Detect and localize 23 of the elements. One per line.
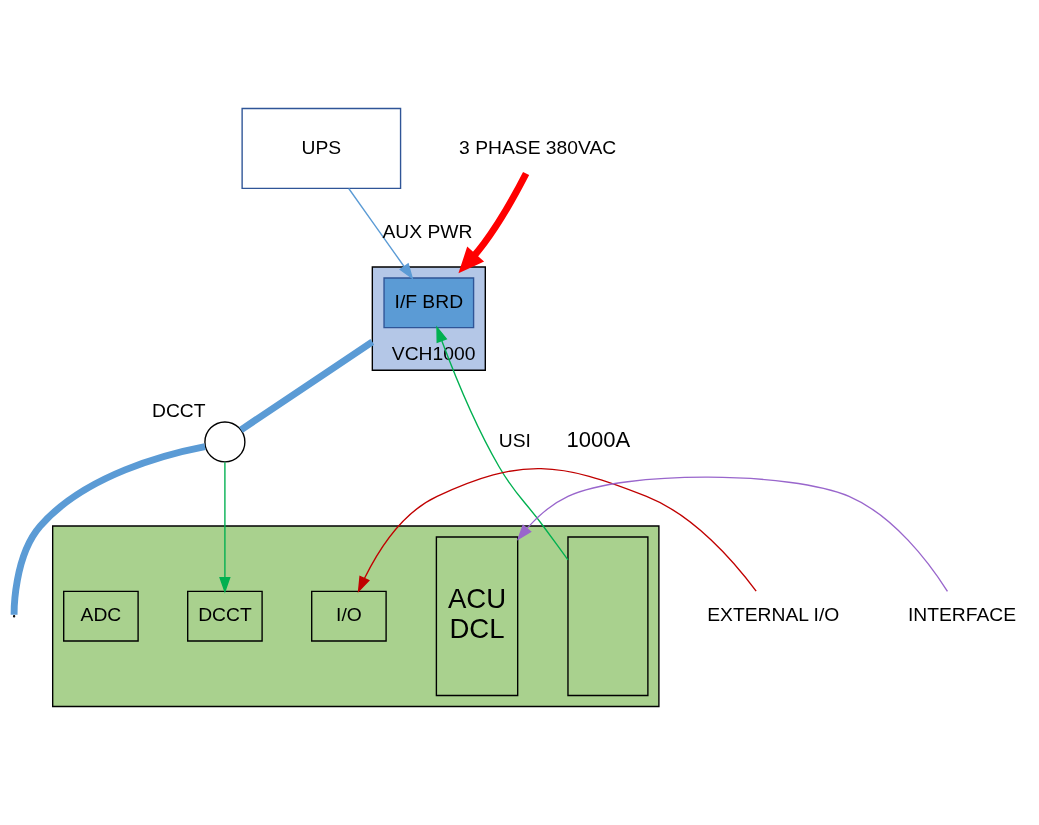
node-box: UPS <box>241 107 402 189</box>
node-box: ADC <box>63 590 139 642</box>
arrow <box>458 171 530 273</box>
connector <box>239 338 375 433</box>
node-circle <box>204 420 246 463</box>
node-box: ACU DCL <box>435 535 519 696</box>
arrow <box>219 461 231 593</box>
connector <box>10 442 206 615</box>
node-text: EXTERNAL I/O <box>707 603 840 625</box>
node-box: I/O <box>311 590 387 642</box>
node-box <box>567 535 649 696</box>
label: 1000A <box>566 426 631 452</box>
arrow <box>516 475 949 592</box>
node-text: INTERFACE <box>907 603 1017 625</box>
node-box: I/F BRD <box>383 276 475 328</box>
arrow <box>436 325 569 560</box>
node-text: 3 PHASE 380VAC <box>459 136 617 158</box>
arrow <box>348 187 414 280</box>
edge-label: AUX PWR <box>382 220 473 242</box>
node-label: DCCT <box>151 399 206 421</box>
node-box: DCCT <box>187 590 263 642</box>
edge-label: USI <box>498 429 531 451</box>
arrow <box>357 467 757 593</box>
